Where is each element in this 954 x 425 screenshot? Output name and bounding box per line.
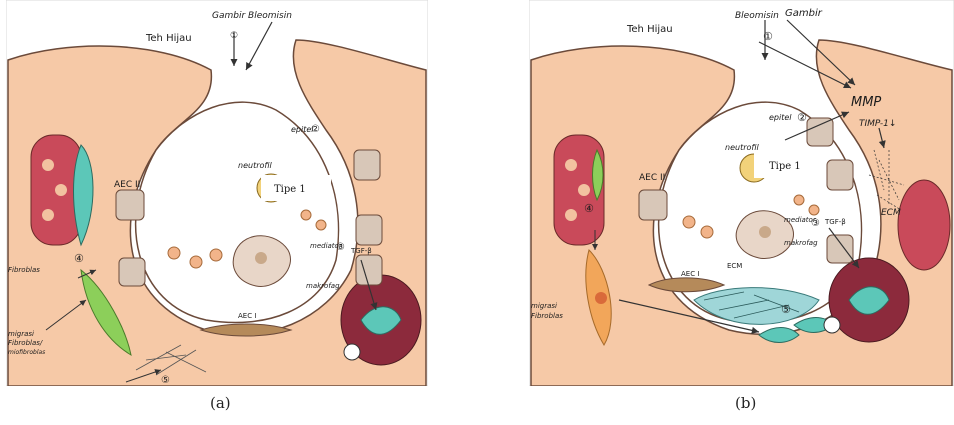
debris-cell	[683, 216, 695, 228]
tipe1-label: Tipe 1	[274, 184, 306, 195]
aec2-cell	[639, 190, 667, 220]
aec2-cell	[119, 258, 145, 286]
rbc	[55, 184, 67, 196]
migrasi-label-line3: miofibroblas	[8, 349, 45, 356]
mediator-particle	[794, 195, 804, 205]
panel-b: Bleomisin Gambir ① Teh Hijau epitel ② MM…	[529, 0, 954, 386]
neutrofil-label: neutrofil	[725, 143, 760, 152]
epithelial-cell	[807, 118, 833, 146]
aec1-label: AEC I	[681, 270, 699, 278]
rbc	[42, 159, 54, 171]
teh-hijau-label: Teh Hijau	[626, 24, 673, 35]
rbc	[565, 209, 577, 221]
timp-label: TIMP-1↓	[859, 119, 896, 129]
migrasi-label-line2: Fibroblas/	[8, 339, 43, 347]
step-4-marker: ④	[584, 202, 594, 215]
capillary-far-right	[898, 180, 950, 270]
rbc	[344, 344, 360, 360]
panel-a-caption: (a)	[210, 394, 231, 412]
panel-b-caption: (b)	[735, 394, 756, 412]
migrasi-label-line1: migrasi	[8, 330, 34, 338]
tgf-label: TGF-β	[824, 218, 846, 226]
tgf-label: TGF-β	[350, 247, 372, 255]
mediator-particle	[301, 210, 311, 220]
makrofag-label: makrofag	[784, 239, 818, 247]
panel-a: Gambir Bleomisin ① Teh Hijau epitel ② ne…	[6, 0, 428, 386]
epithelial-cell	[827, 160, 853, 190]
fibroblast-nucleus	[595, 292, 607, 304]
debris-cell	[168, 247, 180, 259]
panel-a-illustration: Gambir Bleomisin ① Teh Hijau epitel ② ne…	[6, 0, 428, 386]
ecm-center-label: ECM	[727, 262, 742, 270]
debris-cell	[210, 249, 222, 261]
migrasi-label-line1: migrasi	[531, 302, 557, 310]
rbc	[824, 317, 840, 333]
aec1-label: AEC I	[238, 312, 256, 320]
tipe1-label: Tipe 1	[769, 161, 801, 172]
macrophage-nucleus	[255, 252, 267, 264]
gambir-bleomisin-label: Gambir Bleomisin	[212, 11, 292, 21]
aec2-label: AEC II	[114, 180, 140, 190]
teh-hijau-label: Teh Hijau	[145, 33, 192, 44]
fibroblas-label: Fibroblas	[8, 266, 40, 274]
step-4-marker: ④	[74, 252, 84, 265]
mmp-label: MMP	[851, 95, 881, 110]
gambir-label: Gambir	[785, 8, 823, 19]
step-1-marker: ①	[230, 31, 238, 41]
step-5-marker: ⑤	[161, 375, 170, 386]
step-1-marker: ①	[763, 30, 773, 43]
rbc	[42, 209, 54, 221]
rbc	[578, 184, 590, 196]
step-3-marker: ③	[336, 242, 345, 253]
aec2-label: AEC II	[639, 173, 665, 183]
step-3-marker: ③	[811, 218, 820, 229]
epithelial-cell	[356, 215, 382, 245]
mediator-particle	[316, 220, 326, 230]
debris-cell	[190, 256, 202, 268]
panel-b-illustration: Bleomisin Gambir ① Teh Hijau epitel ② MM…	[529, 0, 954, 386]
neutrofil-label: neutrofil	[238, 161, 273, 170]
ecm-right-label: ECM	[881, 208, 901, 218]
step-5-marker: ⑤	[781, 303, 791, 316]
aec2-cell	[116, 190, 144, 220]
step-2-marker: ②	[797, 111, 807, 124]
rbc	[565, 159, 577, 171]
migrasi-label-line2: Fibroblas	[531, 312, 563, 320]
bleomisin-label: Bleomisin	[735, 11, 779, 21]
step-2-marker: ②	[311, 124, 320, 135]
epithelial-cell	[356, 255, 382, 285]
epithelial-cell	[354, 150, 380, 180]
mediator-particle	[809, 205, 819, 215]
debris-cell	[701, 226, 713, 238]
epitel-label: epitel	[769, 113, 792, 122]
macrophage-nucleus	[759, 226, 771, 238]
epithelial-cell	[827, 235, 853, 263]
makrofag-label: makrofag	[306, 282, 340, 290]
